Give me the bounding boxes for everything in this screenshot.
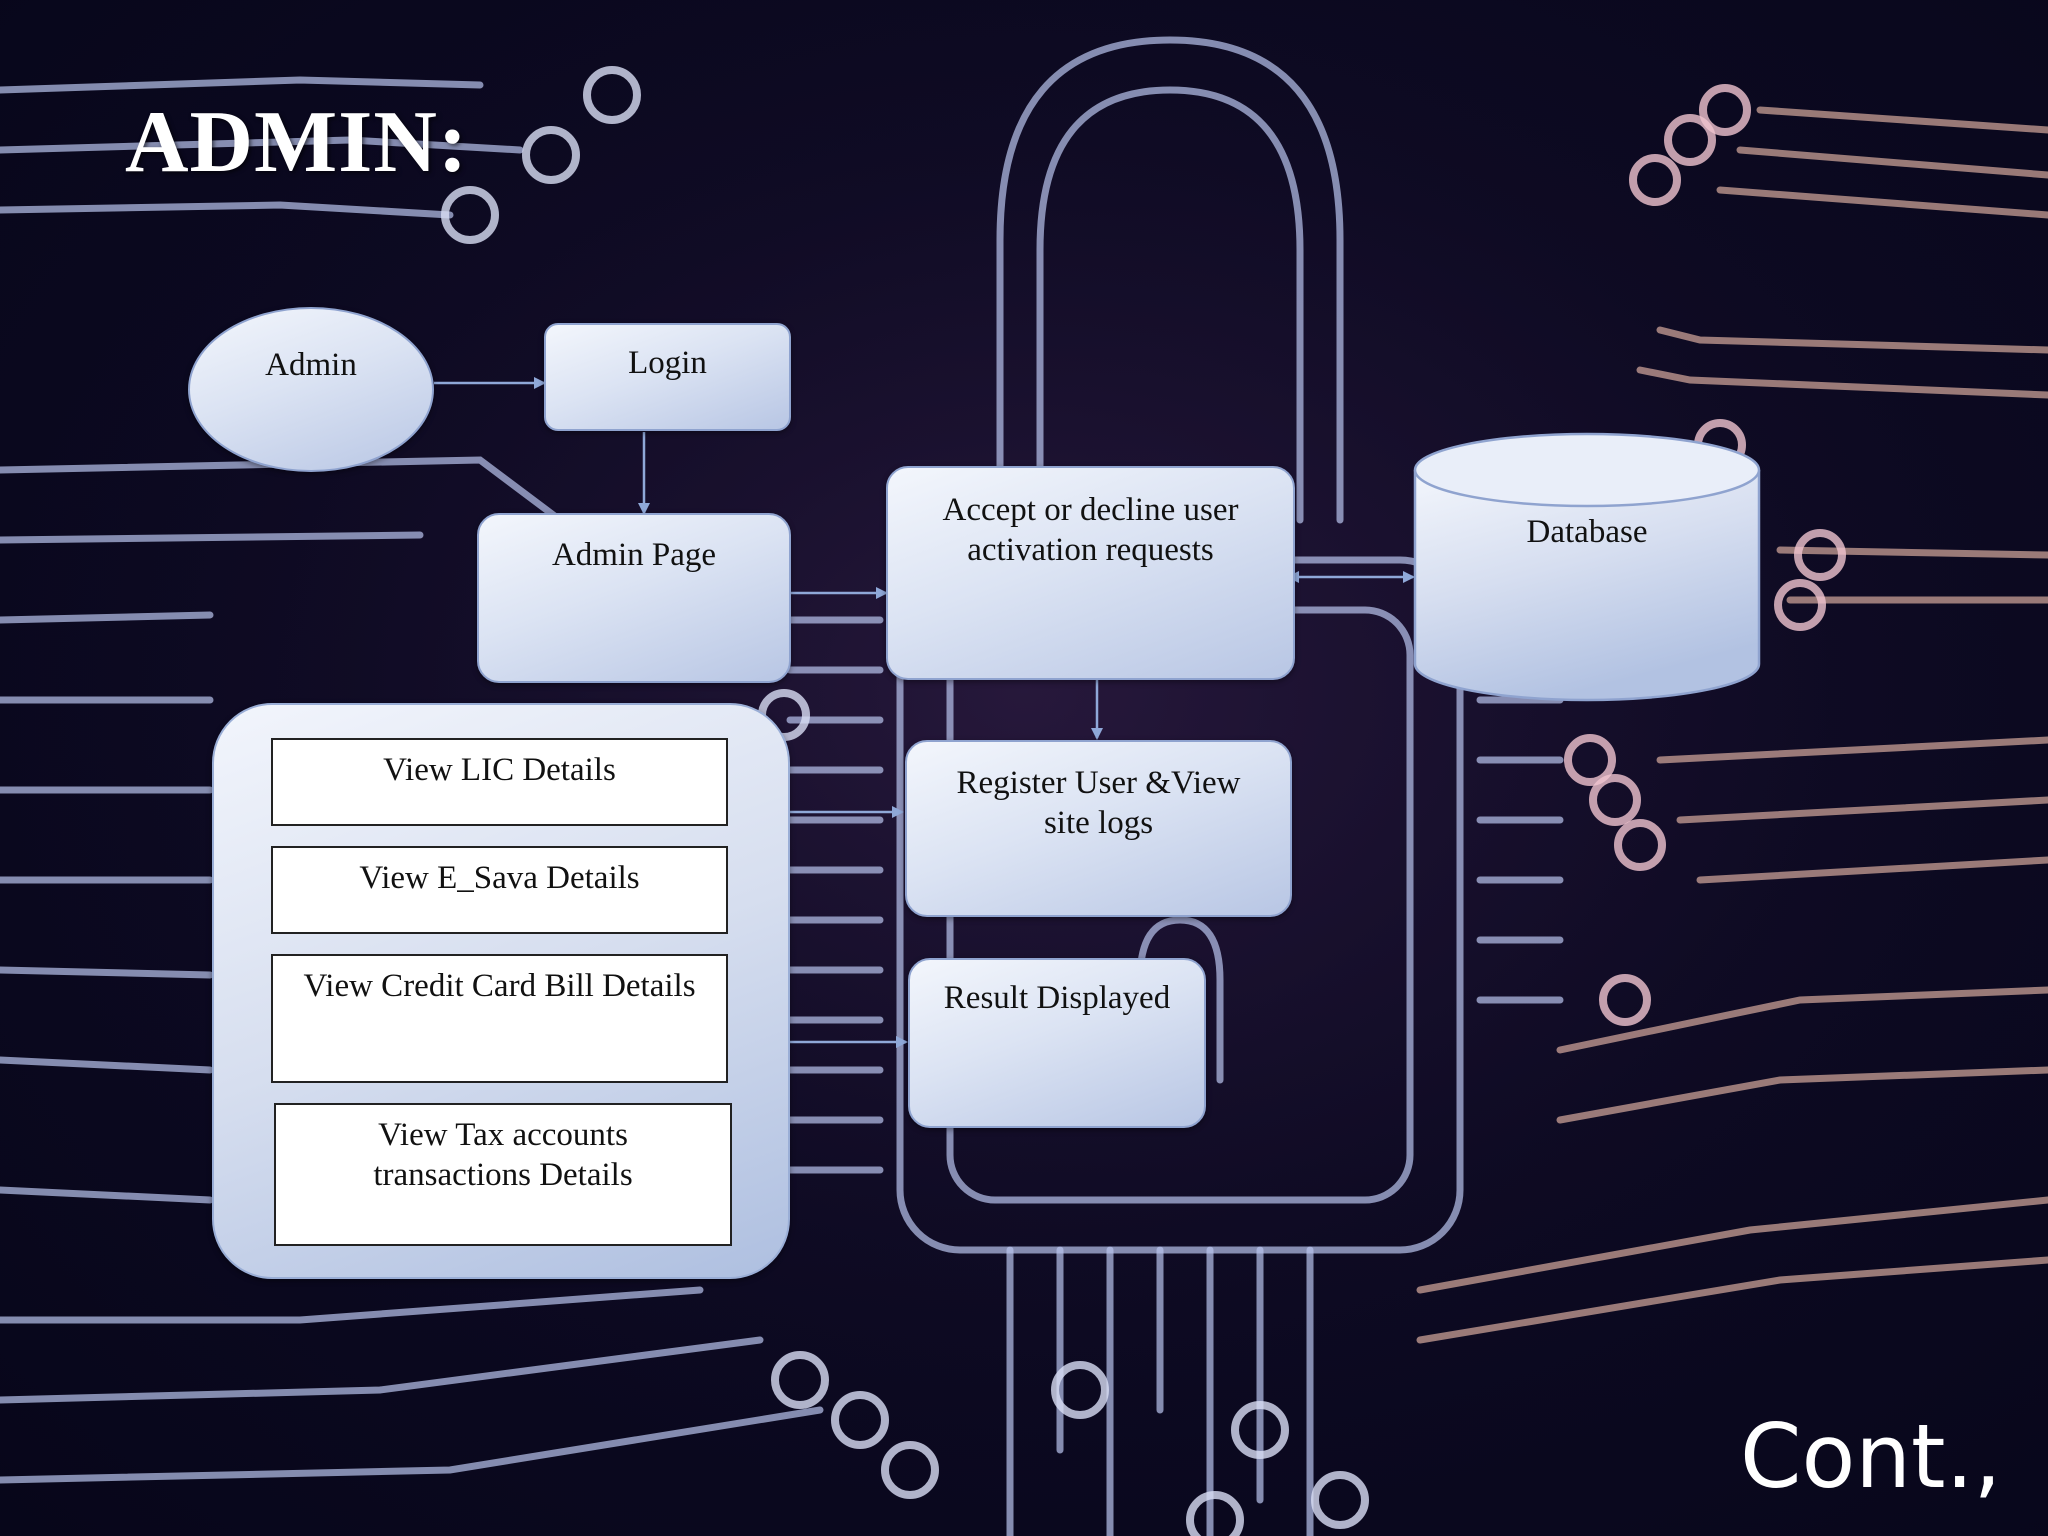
database-cylinder bbox=[1413, 432, 1761, 702]
view-esava-details-label: View E_Sava Details bbox=[359, 860, 640, 896]
view-credit-card-bill-details-item: View Credit Card Bill Details bbox=[271, 954, 728, 1083]
view-tax-accounts-line-2: transactions Details bbox=[373, 1157, 633, 1193]
accept-decline-line-2: activation requests bbox=[967, 532, 1214, 568]
view-lic-details-item: View LIC Details bbox=[271, 738, 728, 826]
admin-actor-node: Admin bbox=[188, 307, 434, 472]
register-view-line-2: site logs bbox=[1043, 805, 1154, 841]
view-esava-details-item: View E_Sava Details bbox=[271, 846, 728, 934]
view-lic-details-label: View LIC Details bbox=[383, 752, 616, 788]
admin-label: Admin bbox=[265, 347, 357, 383]
view-tax-accounts-item: View Tax accounts transactions Details bbox=[274, 1103, 732, 1246]
view-credit-card-bill-details-label: View Credit Card Bill Details bbox=[303, 968, 696, 1004]
register-view-line-1: Register User &View bbox=[956, 765, 1241, 801]
accept-decline-node: Accept or decline user activation reques… bbox=[886, 466, 1295, 680]
result-displayed-label: Result Displayed bbox=[943, 980, 1171, 1016]
admin-page-node: Admin Page bbox=[477, 513, 791, 683]
accept-decline-line-1: Accept or decline user bbox=[942, 492, 1239, 528]
login-node: Login bbox=[544, 323, 791, 431]
continued-label: Cont., bbox=[1740, 1405, 2002, 1508]
view-tax-accounts-line-1: View Tax accounts bbox=[378, 1117, 628, 1153]
register-view-node: Register User &View site logs bbox=[905, 740, 1292, 917]
login-label: Login bbox=[628, 345, 707, 381]
result-displayed-node: Result Displayed bbox=[908, 958, 1206, 1128]
slide-title: ADMIN: bbox=[125, 94, 469, 191]
admin-page-label: Admin Page bbox=[551, 537, 717, 573]
register-view-label: Register User &View site logs bbox=[907, 742, 1290, 843]
accept-decline-label: Accept or decline user activation reques… bbox=[888, 468, 1293, 570]
database-label: Database bbox=[1526, 514, 1648, 550]
